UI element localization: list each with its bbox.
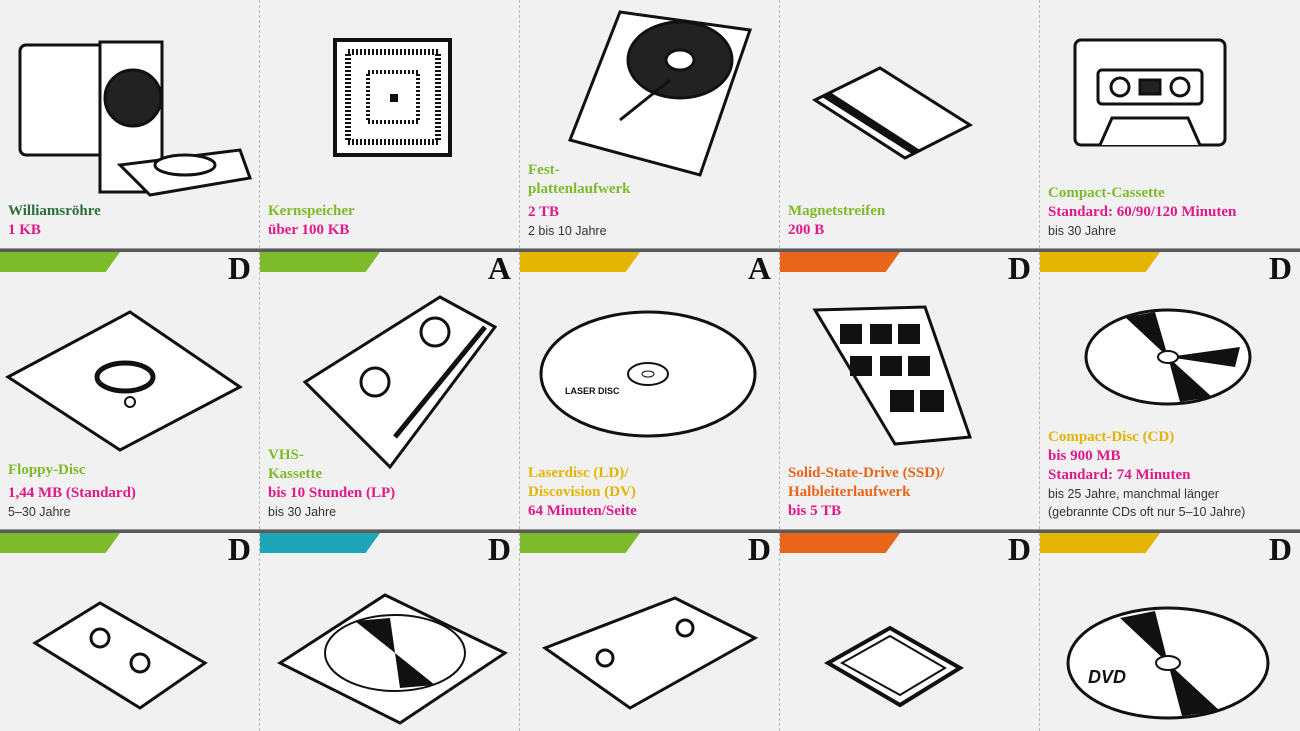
row-3: D D D D D DVD bbox=[0, 531, 1300, 731]
dat-cassette-icon bbox=[520, 533, 780, 731]
item-capacity: Standard: 60/90/120 Minuten bbox=[1048, 204, 1237, 220]
item-lifetime: bis 25 Jahre, manchmal länger bbox=[1048, 487, 1219, 501]
card-dat-cassette: D bbox=[520, 531, 780, 731]
item-name-line2: Halbleiterlaufwerk bbox=[788, 484, 911, 500]
row-divider bbox=[0, 529, 1300, 533]
card-laserdisc: A LASER DISC Laserdisc (LD)/ Discovision … bbox=[520, 250, 780, 529]
rating-letter: D bbox=[1268, 250, 1292, 286]
item-name: Williamsröhre bbox=[8, 203, 101, 219]
item-name-line2: plattenlaufwerk bbox=[528, 181, 631, 197]
row-2: D Floppy-Disc 1,44 MB (Standard) 5–30 Jahr… bbox=[0, 250, 1300, 529]
item-capacity: 64 Minuten/Seite bbox=[528, 503, 637, 519]
core-memory-icon bbox=[260, 0, 520, 200]
category-tag bbox=[1040, 533, 1160, 553]
rating-letter: D bbox=[1007, 531, 1031, 567]
rating-letter: A bbox=[747, 250, 771, 286]
rating-letter: D bbox=[1007, 250, 1031, 286]
row-divider bbox=[0, 248, 1300, 252]
item-lifetime: 2 bis 10 Jahre bbox=[528, 224, 607, 238]
category-tag bbox=[520, 252, 640, 272]
item-name-line2: Discovision (DV) bbox=[528, 484, 636, 500]
card-floppy-disc: D Floppy-Disc 1,44 MB (Standard) 5–30 Jahr… bbox=[0, 250, 260, 529]
item-name: Compact-Disc (CD) bbox=[1048, 429, 1175, 445]
category-tag bbox=[780, 252, 900, 272]
category-tag bbox=[520, 533, 640, 553]
item-name-line1: Laserdisc (LD)/ bbox=[528, 465, 629, 481]
category-tag bbox=[1040, 252, 1160, 272]
vhs-icon bbox=[260, 252, 520, 472]
item-capacity: bis 900 MB bbox=[1048, 448, 1121, 464]
card-dvd: D DVD bbox=[1040, 531, 1300, 731]
category-tag bbox=[260, 252, 380, 272]
item-name-line1: VHS- bbox=[268, 447, 304, 463]
item-lifetime: 5–30 Jahre bbox=[8, 505, 71, 519]
item-lifetime: bis 30 Jahre bbox=[268, 505, 337, 519]
item-name-line1: Solid-State-Drive (SSD)/ bbox=[788, 465, 945, 481]
dv-cassette-icon bbox=[0, 533, 260, 731]
card-minidisc: D bbox=[260, 531, 520, 731]
item-capacity: 2 TB bbox=[528, 204, 559, 220]
dvd-logo: DVD bbox=[1088, 667, 1126, 687]
cassette-icon bbox=[1040, 0, 1300, 200]
laserdisc-icon: LASER DISC bbox=[520, 252, 780, 452]
item-lifetime: bis 30 Jahre bbox=[1048, 224, 1117, 238]
item-name: Compact-Cassette bbox=[1048, 185, 1165, 201]
card-kernspeicher: Kernspeicher über 100 KB bbox=[260, 0, 520, 248]
card-memory-card: D bbox=[780, 531, 1040, 731]
item-capacity: 1 KB bbox=[8, 222, 41, 238]
card-magnetstreifen: Magnetstreifen 200 B bbox=[780, 0, 1040, 248]
card-vhs-kassette: A VHS- Kassette bis 10 Stunden (LP) bis 30 … bbox=[260, 250, 520, 529]
rating-letter: D bbox=[227, 531, 251, 567]
memory-card-icon bbox=[780, 533, 1040, 731]
item-lifetime-note: (gebrannte CDs oft nur 5–10 Jahre) bbox=[1048, 505, 1246, 519]
item-capacity: über 100 KB bbox=[268, 222, 350, 238]
dvd-icon: DVD bbox=[1040, 533, 1300, 731]
category-tag bbox=[780, 533, 900, 553]
item-capacity: 1,44 MB (Standard) bbox=[8, 485, 136, 501]
card-dv-cassette: D bbox=[0, 531, 260, 731]
minidisc-icon bbox=[260, 533, 520, 731]
rating-letter: D bbox=[747, 531, 771, 567]
card-ssd: D Solid-State-Drive (SSD)/ Halbleiterlauf… bbox=[780, 250, 1040, 529]
row-1: Williamsröhre 1 KB Kernspeicher über 100 K… bbox=[0, 0, 1300, 248]
card-festplatte: Fest-plattenlaufwerk 2 TB 2 bis 10 Jahre bbox=[520, 0, 780, 248]
card-compact-disc: D Compact-Disc (CD) bis 900 MB Standard: 7… bbox=[1040, 250, 1300, 529]
rating-letter: D bbox=[487, 531, 511, 567]
magnetic-stripe-icon bbox=[780, 0, 1040, 200]
ssd-icon bbox=[780, 252, 1040, 452]
item-capacity: 200 B bbox=[788, 222, 825, 238]
category-tag bbox=[260, 533, 380, 553]
floppy-disc-icon bbox=[0, 252, 260, 452]
item-name-line2: Kassette bbox=[268, 466, 323, 482]
laserdisc-logo: LASER DISC bbox=[565, 386, 620, 396]
item-name: Magnetstreifen bbox=[788, 203, 886, 219]
card-williamsroehre: Williamsröhre 1 KB bbox=[0, 0, 260, 248]
rating-letter: D bbox=[1268, 531, 1292, 567]
item-capacity: bis 10 Stunden (LP) bbox=[268, 485, 396, 501]
category-tag bbox=[0, 252, 120, 272]
williams-tube-icon bbox=[0, 0, 260, 200]
item-name: Kernspeicher bbox=[268, 203, 355, 219]
rating-letter: D bbox=[227, 250, 251, 286]
item-capacity-standard: Standard: 74 Minuten bbox=[1048, 467, 1191, 483]
item-capacity: bis 5 TB bbox=[788, 503, 842, 519]
item-name-line1: Fest- bbox=[528, 162, 560, 178]
hard-drive-icon bbox=[520, 0, 780, 200]
item-name: Floppy-Disc bbox=[8, 462, 86, 478]
rating-letter: A bbox=[487, 250, 511, 286]
cd-icon bbox=[1040, 252, 1300, 422]
category-tag bbox=[0, 533, 120, 553]
